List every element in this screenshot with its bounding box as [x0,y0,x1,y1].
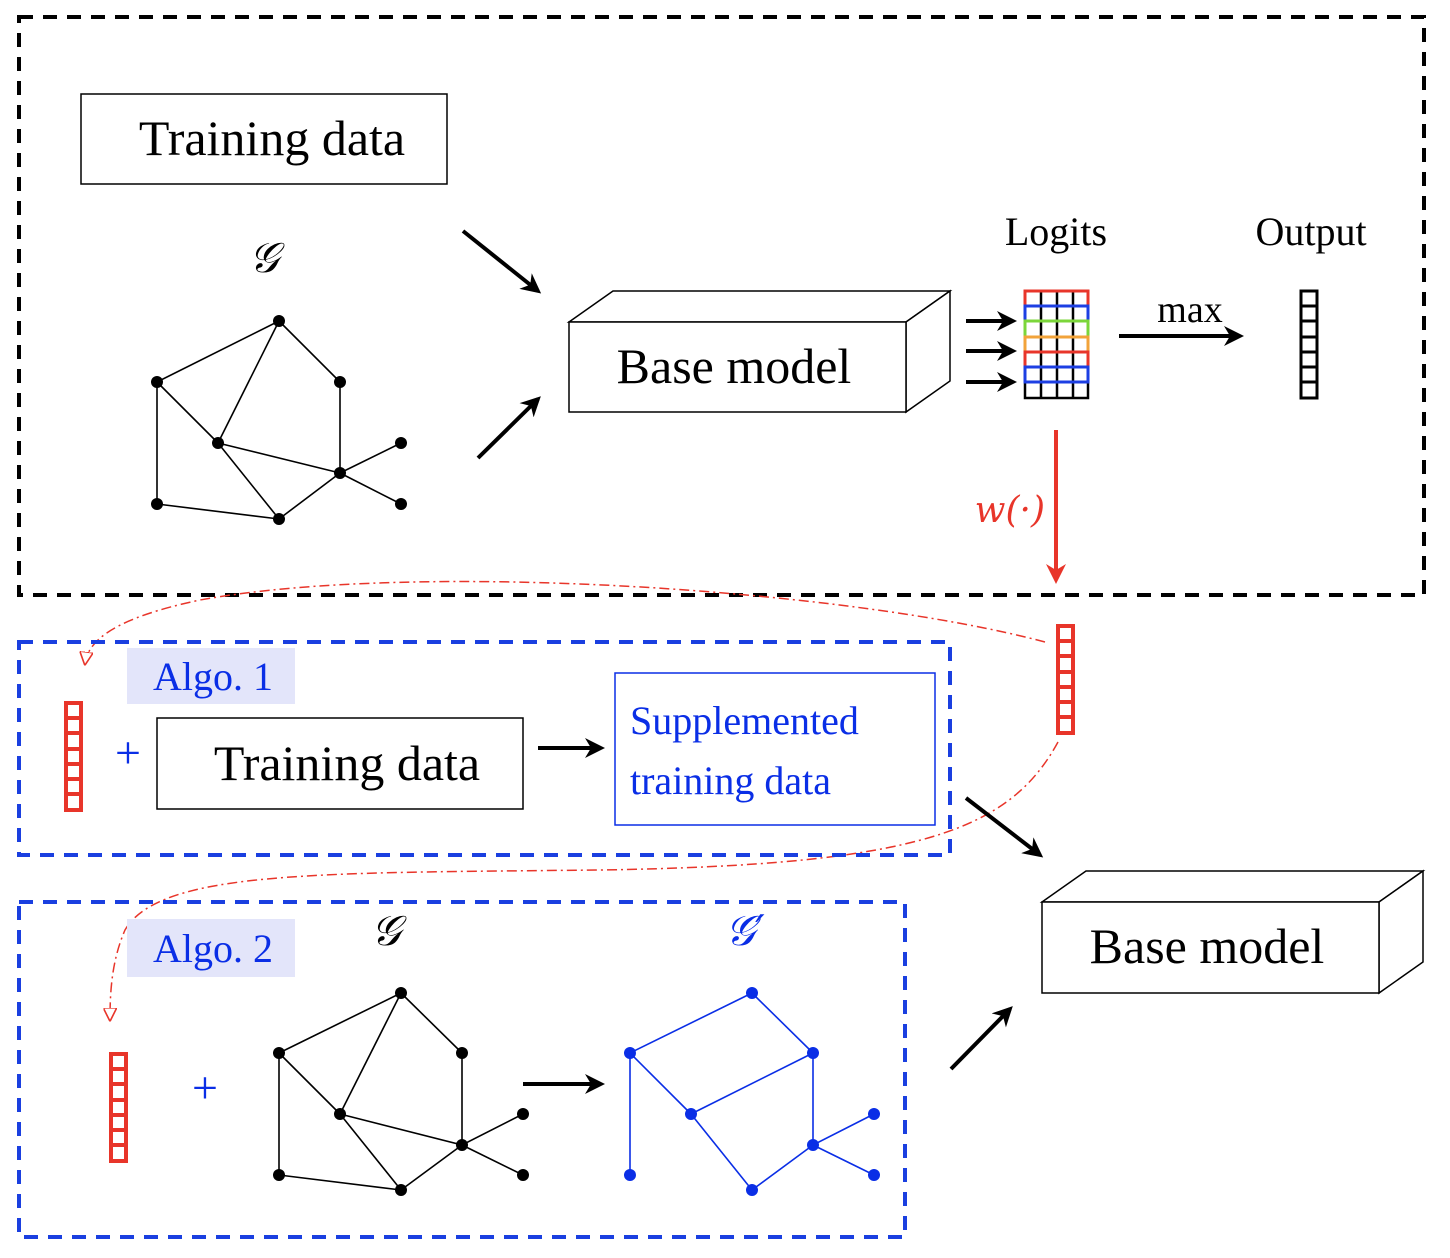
arrow-algo1-to-final-model [964,796,1044,858]
algo2-tag: Algo. 2 [153,926,273,971]
top-graph-nodes [151,315,407,525]
weight-fn-label: w(·) [975,490,1045,531]
algo1-training-data-label: Training data [214,735,480,791]
final-base-model-label: Base model [1090,918,1325,974]
algo1-tag: Algo. 1 [153,654,273,699]
algo2-graph-symbol: 𝒢 [371,906,407,955]
final-base-model [1039,869,1426,995]
top-panel-border [17,15,1426,597]
logit-row-6 [1023,365,1090,384]
algo1-training-data-box [156,717,524,810]
top-training-data-box: Training data [80,93,448,185]
weight-vector [1056,624,1075,735]
top-base-model [566,289,953,414]
arrow-training-to-model [461,229,542,294]
algo1-tag-bg [127,648,295,704]
algo1-weight-vector [64,701,83,812]
curve-to-algo2 [110,741,1059,1020]
max-label: max [1157,289,1222,331]
algo2-plus: + [192,1062,218,1113]
output-label: Output [1255,209,1366,254]
algo2-graph-prime [629,992,875,1191]
top-training-data-label: Training data [139,110,405,166]
algo2-weight-vector [109,1052,128,1163]
algo2-graph [278,992,524,1191]
arrow-algo2-to-final-model [949,1006,1013,1071]
algo2-graph-prime-nodes [624,987,880,1196]
curve-to-algo1 [85,580,1046,664]
logits-label: Logits [1005,209,1107,254]
top-graph [156,320,402,520]
output-vector [1299,289,1319,400]
algo2-graph-nodes [273,987,529,1196]
top-base-model-label: Base model [617,338,852,394]
supplemented-line1: Supplemented [630,698,859,743]
arrows-to-logits [966,311,1017,392]
supplemented-line2: training data [630,758,831,803]
algo1-plus: + [115,727,141,778]
algo2-tag-bg [127,919,295,977]
logits-grid [1023,289,1090,400]
algo1-panel-border [17,640,952,857]
arrow-graph-to-model [476,396,541,460]
supplemented-box [614,672,936,826]
top-graph-symbol: 𝒢 [249,233,285,282]
algo2-graph-prime-symbol: 𝒢′ [725,906,765,955]
algo2-panel-border [17,900,907,1239]
